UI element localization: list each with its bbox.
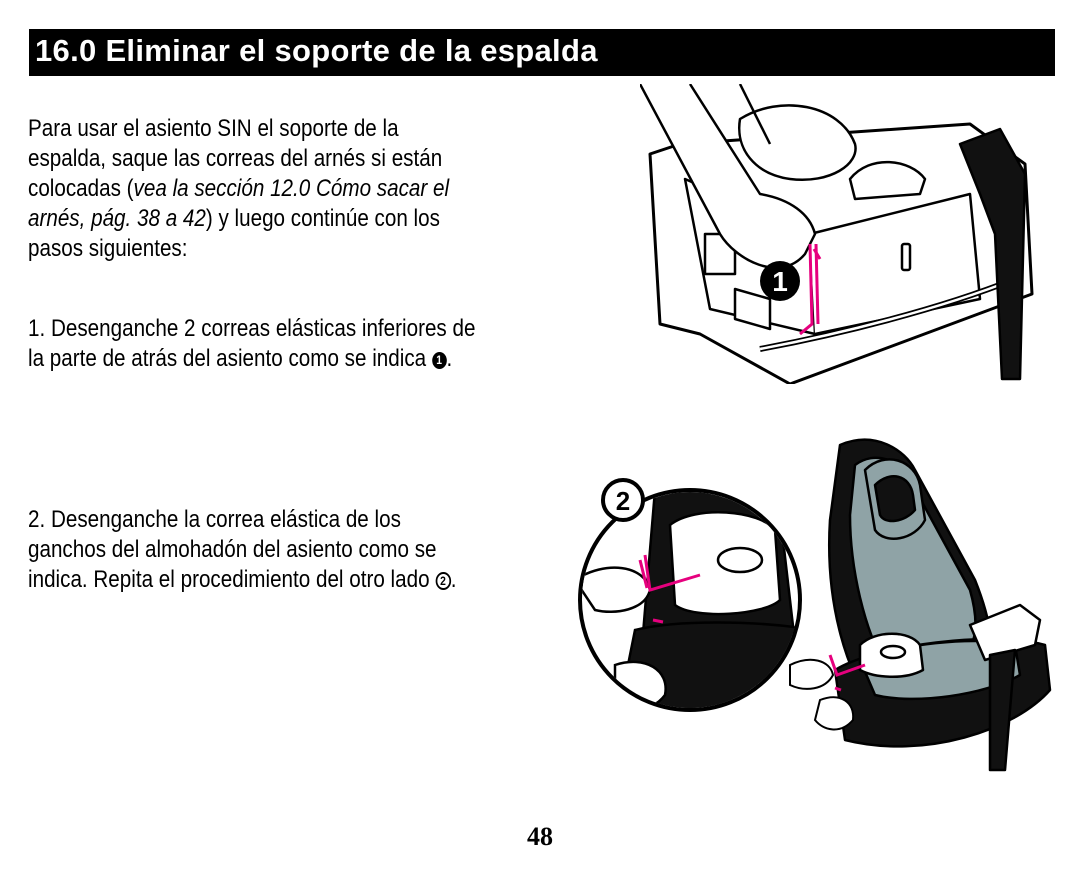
intro-paragraph: Para usar el asiento SIN el soporte de l…	[28, 114, 449, 264]
step-1-paragraph: 1. Desenganche 2 correas elásticas infer…	[28, 314, 475, 374]
intro-line-3: colocadas (vea la sección 12.0 Cómo saca…	[28, 174, 449, 204]
intro-line-2: espalda, saque las correas del arnés si …	[28, 145, 443, 172]
figure-1-marker: 1	[772, 266, 788, 297]
step-2-period: .	[450, 566, 457, 593]
intro-text: colocadas (	[28, 175, 134, 202]
booster-seat-illustration: 2	[578, 438, 1052, 772]
intro-line-1: Para usar el asiento SIN el soporte de l…	[28, 115, 399, 142]
step-2-line-3: indica. Repita el procedimiento del otro…	[28, 565, 457, 595]
section-title: 16.0 Eliminar el soporte de la espalda	[35, 33, 598, 68]
step-1-line-1: 1. Desenganche 2 correas elásticas infer…	[28, 315, 476, 342]
step-2-marker-icon: 2	[435, 572, 451, 590]
step-1-text: la parte de atrás del asiento como se in…	[28, 345, 432, 372]
step-2-text: indica. Repita el procedimiento del otro…	[28, 566, 436, 593]
intro-line-4: arnés, pág. 38 a 42) y luego continúe co…	[28, 204, 449, 234]
section-title-bar: 16.0 Eliminar el soporte de la espalda	[29, 29, 1055, 76]
page-number: 48	[527, 822, 553, 851]
step-2-line-2: ganchos del almohadón del asiento como s…	[28, 536, 437, 563]
step-2-paragraph: 2. Desenganche la correa elástica de los…	[28, 505, 457, 595]
cross-reference: vea la sección 12.0 Cómo sacar el	[133, 175, 450, 202]
step-1-marker-icon: 1	[431, 352, 447, 369]
step-2-line-1: 2. Desenganche la correa elástica de los	[28, 506, 401, 533]
step-1-period: .	[446, 345, 453, 372]
intro-line-5: pasos siguientes:	[28, 235, 188, 262]
figure-2-marker: 2	[616, 486, 630, 516]
intro-text: ) y luego continúe con los	[205, 205, 440, 232]
seat-back-illustration: 1	[640, 84, 1034, 384]
step-1-line-2: la parte de atrás del asiento como se in…	[28, 344, 475, 374]
cross-reference-pages: arnés, pág. 38 a 42	[28, 205, 206, 232]
